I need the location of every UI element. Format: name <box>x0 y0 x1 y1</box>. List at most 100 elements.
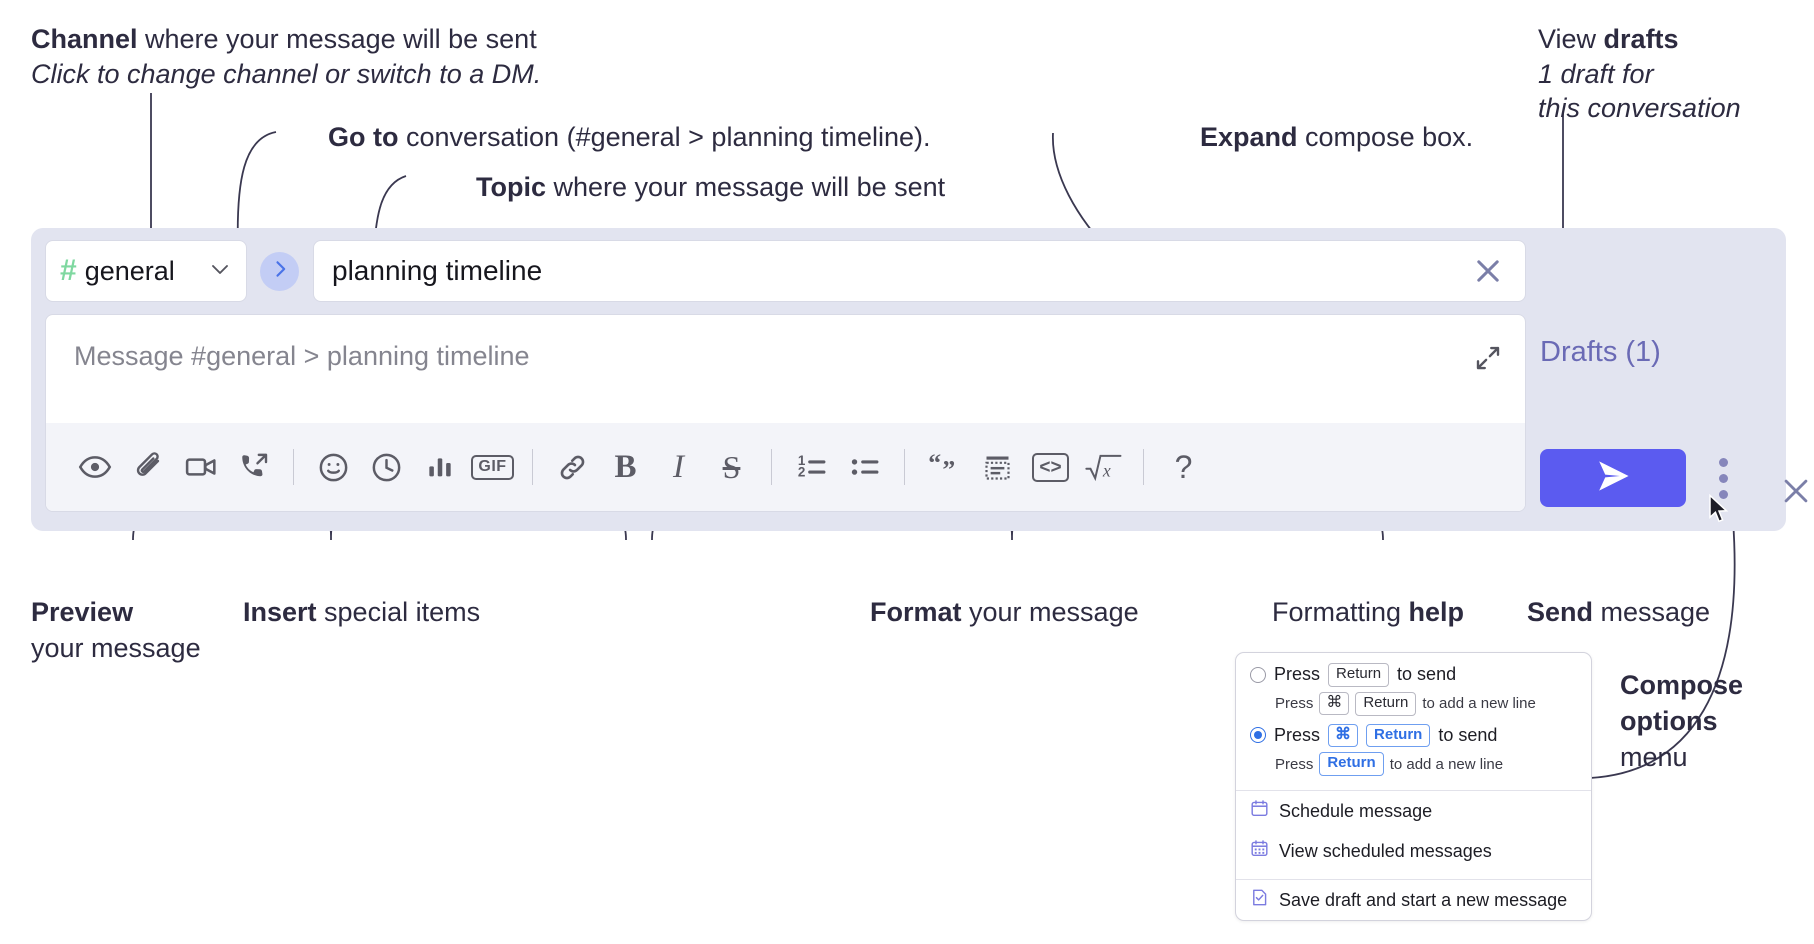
option-2-sub-suffix: to add a new line <box>1389 755 1504 773</box>
annotation-goto: Go to conversation (#general > planning … <box>328 122 931 152</box>
menu-item-label: Save draft and start a new message <box>1279 889 1568 910</box>
gif-label: GIF <box>471 454 514 480</box>
key-return-sub: Return <box>1355 691 1417 716</box>
clear-topic-icon[interactable] <box>1467 250 1509 292</box>
topic-input[interactable]: planning timeline <box>313 240 1526 302</box>
svg-text:x: x <box>1101 460 1110 480</box>
drafts-link[interactable]: Drafts (1) <box>1540 336 1661 368</box>
mouse-cursor <box>1708 493 1730 529</box>
annotation-topic: Topic where your message will be sent <box>476 172 946 202</box>
gif-button[interactable]: GIF <box>466 441 519 493</box>
option-1-sub-prefix: Press <box>1275 695 1314 713</box>
message-box: Message #general > planning timeline <box>45 314 1526 512</box>
topic-value: planning timeline <box>332 255 543 286</box>
compose-options-button[interactable] <box>1710 454 1736 502</box>
key-return-sub-2: Return <box>1319 752 1384 776</box>
radio-return[interactable] <box>1250 666 1266 683</box>
option-2-suffix: to send <box>1438 724 1498 745</box>
annotation-compose-options: Compose options menu <box>1620 670 1744 772</box>
save-draft-icon <box>1250 888 1269 912</box>
compose-left-column: # general planning timeline <box>45 240 1526 512</box>
compose-panel: # general planning timeline <box>31 228 1808 531</box>
question-mark-label: ? <box>1174 448 1193 485</box>
menu-item-schedule-message[interactable]: Schedule message <box>1236 791 1591 831</box>
close-panel-button[interactable] <box>1776 471 1814 516</box>
send-button[interactable] <box>1540 449 1686 507</box>
code-block-button[interactable] <box>971 441 1024 493</box>
svg-text:“: “ <box>928 449 941 477</box>
bold-label: B <box>614 448 637 485</box>
annotation-expand: Expand compose box. <box>1200 122 1474 152</box>
radio-cmd-return[interactable] <box>1250 727 1266 744</box>
huddle-button[interactable] <box>227 441 280 493</box>
key-return-2: Return <box>1366 723 1431 748</box>
preview-button[interactable] <box>68 441 121 493</box>
calendar-grid-icon <box>1250 839 1269 863</box>
emoji-button[interactable] <box>307 441 360 493</box>
kebab-dot-3 <box>1718 489 1728 499</box>
annotation-channel: Channel where your message will be sent … <box>31 24 542 89</box>
option-1-sub-suffix: to add a new line <box>1422 695 1536 713</box>
schedule-button[interactable] <box>360 441 413 493</box>
menu-divider-1 <box>1236 790 1591 791</box>
expand-compose-button[interactable] <box>1469 339 1507 382</box>
message-input[interactable]: Message #general > planning timeline <box>46 315 1525 423</box>
math-button[interactable]: x <box>1077 441 1130 493</box>
attach-button[interactable] <box>121 441 174 493</box>
strikethrough-button[interactable]: S <box>705 441 758 493</box>
hash-icon: # <box>60 254 77 287</box>
strikethrough-label: S <box>722 448 741 485</box>
paper-plane-icon <box>1592 457 1634 500</box>
option-1-prefix: Press <box>1274 664 1321 685</box>
option-1-suffix: to send <box>1397 664 1457 685</box>
go-to-conversation-button[interactable] <box>260 252 299 291</box>
separator-1 <box>293 449 294 485</box>
annotation-help: Formatting help <box>1272 597 1465 627</box>
annotation-insert: Insert special items <box>243 597 481 627</box>
send-option-return[interactable]: Press Return to send Press ⌘ Return to a… <box>1236 661 1591 722</box>
italic-label: I <box>673 448 684 485</box>
annotation-drafts: View drafts 1 draft for this conversatio… <box>1538 24 1741 124</box>
formatting-help-button[interactable]: ? <box>1157 441 1210 493</box>
option-1-sub: Press ⌘ Return to add a new line <box>1250 687 1579 722</box>
menu-divider-2 <box>1236 879 1591 880</box>
separator-5 <box>1143 449 1144 485</box>
conversation-row: # general planning timeline <box>45 240 1526 302</box>
compose-options-menu: Press Return to send Press ⌘ Return to a… <box>1235 652 1592 921</box>
menu-item-view-scheduled[interactable]: View scheduled messages <box>1236 831 1591 871</box>
option-2-sub-prefix: Press <box>1275 755 1314 773</box>
separator-2 <box>532 449 533 485</box>
menu-item-label: Schedule message <box>1279 800 1433 821</box>
annotation-preview: Preview your message <box>31 597 201 663</box>
link-button[interactable] <box>546 441 599 493</box>
menu-item-label: View scheduled messages <box>1279 840 1492 861</box>
key-cmd-2: ⌘ <box>1328 723 1359 747</box>
option-2-sub: Press Return to add a new line <box>1250 747 1579 782</box>
key-cmd: ⌘ <box>1319 692 1350 716</box>
chevron-right-icon <box>270 259 290 284</box>
svg-text:2: 2 <box>797 464 804 479</box>
message-placeholder: Message #general > planning timeline <box>74 341 530 371</box>
annotation-format: Format your message <box>870 597 1139 627</box>
blockquote-button[interactable]: “ ” <box>918 441 971 493</box>
kebab-dot-2 <box>1718 473 1728 483</box>
channel-name-label: general <box>84 255 175 286</box>
send-option-cmd-return[interactable]: Press ⌘ Return to send Press Return to a… <box>1236 722 1591 783</box>
annotation-send: Send message <box>1527 597 1711 627</box>
video-button[interactable] <box>174 441 227 493</box>
separator-3 <box>771 449 772 485</box>
channel-selector[interactable]: # general <box>45 240 247 302</box>
expand-icon <box>1473 346 1503 377</box>
italic-button[interactable]: I <box>652 441 705 493</box>
chevron-down-icon <box>208 257 232 286</box>
bulleted-list-button[interactable] <box>838 441 891 493</box>
ordered-list-button[interactable]: 1 2 <box>785 441 838 493</box>
code-label: <> <box>1032 452 1069 482</box>
menu-item-save-draft[interactable]: Save draft and start a new message <box>1236 880 1591 920</box>
poll-button[interactable] <box>413 441 466 493</box>
kebab-dot-1 <box>1718 457 1728 467</box>
bold-button[interactable]: B <box>599 441 652 493</box>
separator-4 <box>904 449 905 485</box>
calendar-icon <box>1250 799 1269 823</box>
code-button[interactable]: <> <box>1024 441 1077 493</box>
